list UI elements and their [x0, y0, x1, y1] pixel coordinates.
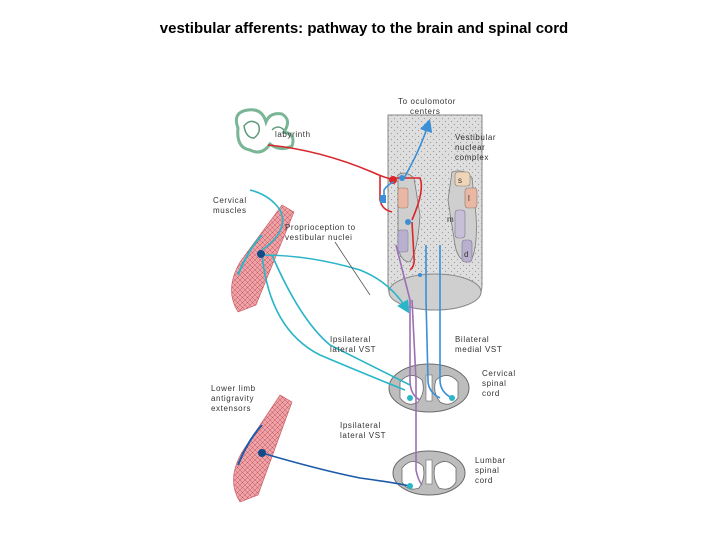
label-lumbar-cord-2: spinal — [475, 466, 500, 475]
lumbar-motor-path — [261, 452, 411, 487]
label-oculomotor-1: To oculomotor — [398, 97, 456, 106]
label-lower-limb-3: extensors — [211, 404, 251, 413]
label-bilateral-medial-vst-1: Bilateral — [455, 335, 489, 344]
label-cervical-cord-3: cord — [482, 389, 500, 398]
cervical-motor-neuron-right — [449, 395, 455, 401]
label-proprio-2: vestibular nuclei — [285, 233, 353, 242]
superior-nucleus — [454, 171, 471, 187]
label-ipsilateral-lateral-vst-2: lateral VST — [330, 345, 376, 354]
oculomotor-path — [403, 118, 433, 179]
lateral-vst-lumbar — [411, 299, 423, 486]
label-ipsilateral-lateral-vst-1: Ipsilateral — [330, 335, 371, 344]
label-lower-limb-1: Lower limb — [211, 384, 256, 393]
label-ipsilateral-lateral-vst-lumbar-1: Ipsilateral — [340, 421, 381, 430]
pathways — [249, 118, 453, 487]
slide-title: vestibular afferents: pathway to the bra… — [159, 20, 569, 37]
label-vnc-1: Vestibular — [455, 133, 496, 142]
medial-vst-path — [425, 245, 441, 399]
label-oculomotor-2: centers — [410, 107, 440, 116]
cervical-motor-path — [261, 254, 406, 391]
cervical-proprio-path — [261, 254, 410, 314]
cervical-motor-neuron-left — [407, 395, 413, 401]
label-cervical-muscles-2: muscles — [213, 206, 247, 215]
label-lumbar-cord-1: Lumbar — [475, 456, 506, 465]
nucleus-m-label: m — [447, 215, 454, 224]
lateral-nucleus — [464, 187, 478, 209]
nucleus-d-label: d — [464, 250, 469, 259]
labyrinth-icon — [234, 108, 295, 154]
nucleus-l-label: l — [468, 194, 470, 203]
label-labyrinth: labyrinth — [275, 130, 311, 139]
label-bilateral-medial-vst-2: medial VST — [455, 345, 502, 354]
label-lumbar-cord-3: cord — [475, 476, 493, 485]
lateral-vst-cervical — [395, 244, 421, 401]
label-proprio-1: Proprioception to — [285, 223, 356, 232]
descending-nucleus — [461, 239, 473, 263]
label-lower-limb-2: antigravity — [211, 394, 254, 403]
nucleus-s-label: s — [458, 176, 463, 185]
label-vnc-3: complex — [455, 153, 489, 162]
label-cervical-cord-1: Cervical — [482, 369, 516, 378]
label-cervical-muscles-1: Cervical — [213, 196, 247, 205]
label-cervical-cord-2: spinal — [482, 379, 507, 388]
lumbar-motor-neuron — [407, 483, 413, 489]
lower-limb-muscle-icon — [233, 394, 293, 503]
label-vnc-2: nuclear — [455, 143, 485, 152]
medial-nucleus — [454, 209, 466, 239]
medulla-cross-section — [388, 273, 482, 311]
lumbar-spinal-cord — [392, 450, 466, 496]
labyrinth-afferent-path — [267, 144, 396, 181]
label-ipsilateral-lateral-vst-lumbar-2: lateral VST — [340, 431, 386, 440]
